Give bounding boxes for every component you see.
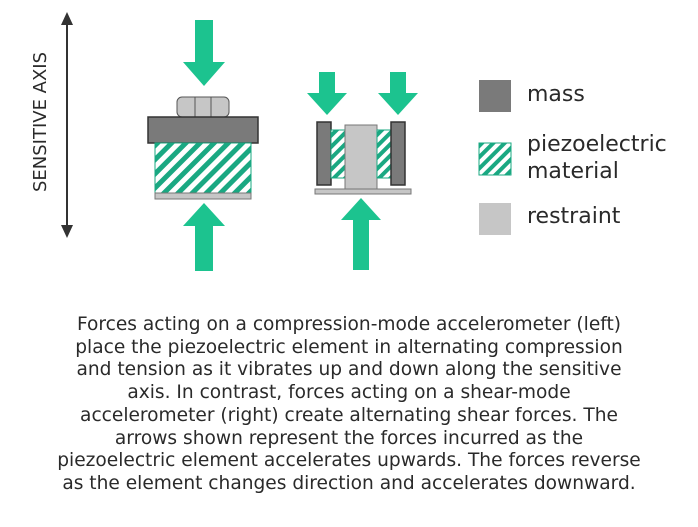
piezo-element xyxy=(154,142,252,194)
caption-text: Forces acting on a compression-mode acce… xyxy=(57,314,641,494)
compression-accelerometer xyxy=(147,20,259,271)
sensitive-axis-label: SENSITIVE AXIS xyxy=(30,52,51,192)
shear-mass-right xyxy=(390,121,406,186)
legend-label-restraint: restraint xyxy=(527,204,621,229)
force-arrow-up-left xyxy=(183,203,225,271)
force-arrow-down-shear-right xyxy=(378,72,418,115)
legend-label-mass: mass xyxy=(527,82,585,107)
restraint-post xyxy=(344,124,378,190)
shear-piezo-left xyxy=(330,129,346,179)
base-plate xyxy=(154,192,252,200)
force-arrow-up-shear xyxy=(341,198,381,270)
legend-label-piezo-line1: piezoelectric xyxy=(527,132,667,157)
force-arrow-down-left xyxy=(183,20,225,86)
shear-base xyxy=(314,188,412,195)
force-arrow-down-shear-left xyxy=(307,72,347,115)
shear-mass-left xyxy=(316,121,332,186)
accelerometer-diagram: SENSITIVE AXIS xyxy=(30,12,512,271)
sensitive-axis-arrow xyxy=(61,12,73,238)
mass-block xyxy=(147,116,259,144)
legend-label-piezo-line2: material xyxy=(527,159,619,184)
shear-accelerometer xyxy=(307,72,418,270)
nut xyxy=(176,96,230,118)
legend-swatch-restraint xyxy=(479,203,511,235)
shear-piezo-right xyxy=(376,129,392,179)
legend-swatch-piezo xyxy=(478,142,512,176)
legend-swatch-mass xyxy=(479,80,511,112)
